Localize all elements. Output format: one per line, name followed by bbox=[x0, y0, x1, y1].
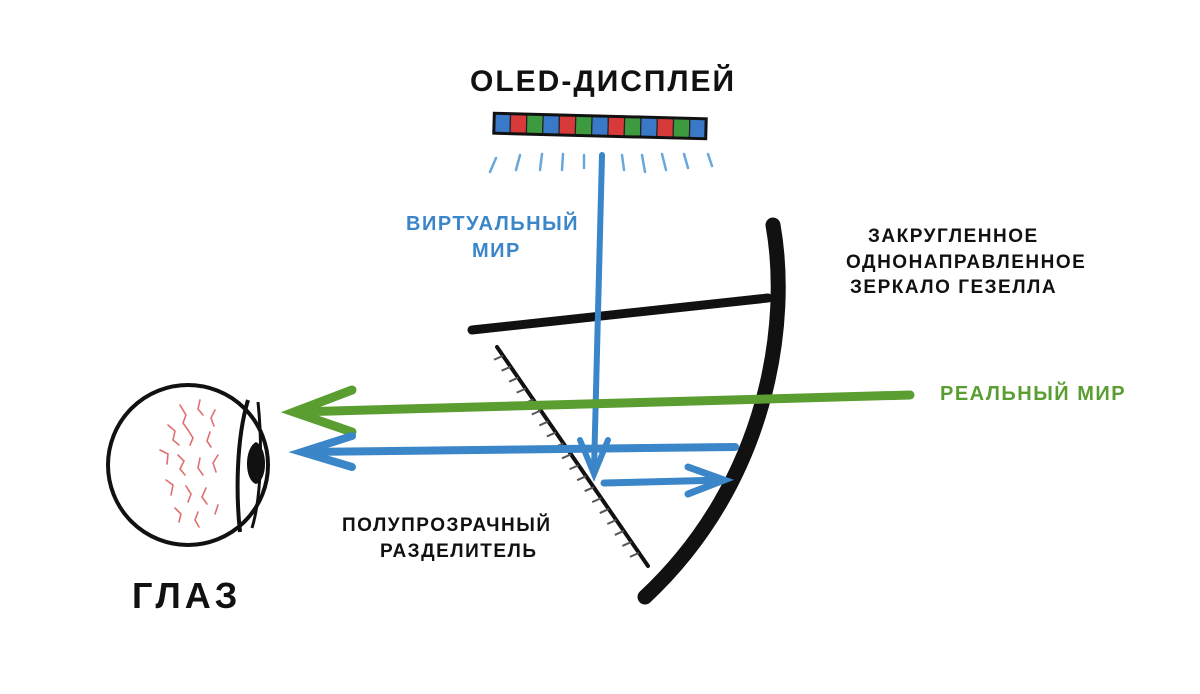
virtual-world-label-line2: МИР bbox=[472, 240, 521, 262]
eye-vein bbox=[197, 399, 204, 416]
light-ray-tick bbox=[514, 153, 522, 172]
virtual-beam-to-eye bbox=[288, 432, 739, 471]
splitter-hatch bbox=[508, 376, 519, 383]
mirror-label-line3: ЗЕРКАЛО ГЕЗЕЛЛА bbox=[850, 277, 1058, 299]
eye-vein bbox=[194, 511, 200, 528]
splitter-hatch bbox=[599, 508, 610, 514]
real-world-arrow bbox=[280, 385, 915, 437]
splitter-hatch bbox=[614, 530, 625, 536]
light-ray-tick bbox=[488, 156, 498, 174]
oled-display-label: OLED-ДИСПЛЕЙ bbox=[470, 65, 737, 98]
splitter-hatch bbox=[501, 365, 511, 372]
eye-vein bbox=[174, 507, 182, 523]
mirror-label: ЗАКРУГЛЕННОЕ ОДНОНАПРАВЛЕННОЕ ЗЕРКАЛО ГЕ… bbox=[846, 224, 1086, 301]
splitter-label-line2: РАЗДЕЛИТЕЛЬ bbox=[379, 540, 538, 562]
oled-pixel bbox=[672, 117, 691, 139]
virtual-world-label: ВИРТУАЛЬНЫЙ МИР bbox=[406, 211, 579, 265]
eye-vein bbox=[206, 431, 212, 448]
oled-display-icon bbox=[492, 111, 708, 141]
oled-pixel bbox=[509, 113, 528, 135]
oled-pixel bbox=[493, 112, 512, 135]
eye-vein bbox=[165, 479, 174, 496]
splitter-hatch bbox=[546, 431, 557, 438]
display-light-rays bbox=[488, 152, 714, 174]
light-ray-tick bbox=[560, 152, 565, 172]
splitter-label: ПОЛУПРОЗРАЧНЫЙ РАЗДЕЛИТЕЛЬ bbox=[342, 513, 551, 564]
splitter-hatch bbox=[561, 453, 572, 460]
light-ray-tick bbox=[660, 152, 668, 172]
oled-pixel bbox=[574, 114, 593, 137]
oled-pixel bbox=[525, 113, 544, 136]
oled-pixel bbox=[558, 114, 577, 136]
oled-pixel bbox=[688, 117, 707, 140]
eye-vein bbox=[187, 429, 194, 446]
eye-vein bbox=[201, 487, 208, 505]
splitter-hatch bbox=[531, 409, 542, 416]
curved-mirror bbox=[637, 217, 786, 605]
virtual-world-label-line1: ВИРТУАЛЬНЫЙ bbox=[406, 213, 580, 235]
light-ray-tick bbox=[682, 152, 690, 170]
light-ray-tick bbox=[538, 152, 544, 172]
eye-vein bbox=[159, 449, 169, 465]
oled-pixel bbox=[623, 116, 642, 138]
oled-pixel bbox=[639, 116, 658, 139]
eye-label: ГЛАЗ bbox=[132, 575, 242, 616]
oled-pixel bbox=[590, 115, 610, 137]
splitter-hatch bbox=[576, 475, 587, 482]
splitter-hatch bbox=[629, 551, 640, 558]
virtual-beam-to-mirror bbox=[600, 463, 734, 498]
eye-vein bbox=[185, 485, 192, 503]
beam-splitter bbox=[493, 345, 650, 568]
splitter-hatch bbox=[569, 464, 579, 471]
light-ray-tick bbox=[706, 152, 714, 168]
eye-vein bbox=[197, 457, 204, 476]
splitter-hatch bbox=[621, 540, 632, 547]
mirror-label-line1: ЗАКРУГЛЕННОЕ bbox=[868, 226, 1039, 247]
eye-vein bbox=[167, 424, 180, 446]
oled-pixel bbox=[607, 115, 626, 138]
splitter-hatch bbox=[538, 420, 549, 427]
light-ray-tick bbox=[620, 153, 626, 172]
splitter-hatch bbox=[584, 486, 595, 493]
splitter-hatch bbox=[591, 497, 602, 504]
light-ray-tick bbox=[640, 153, 647, 174]
splitter-label-line1: ПОЛУПРОЗРАЧНЫЙ bbox=[342, 515, 552, 536]
oled-pixel bbox=[656, 116, 675, 139]
eye-vein bbox=[179, 404, 189, 431]
oled-pixel bbox=[542, 113, 561, 136]
eyeball-icon bbox=[106, 383, 270, 547]
splitter-hatch bbox=[606, 519, 617, 525]
eye-vein bbox=[210, 409, 216, 427]
eye-vein bbox=[177, 454, 186, 476]
housing-top-bar bbox=[467, 293, 773, 335]
real-world-label: РЕАЛЬНЫЙ МИР bbox=[940, 383, 1127, 405]
splitter-hatch bbox=[493, 354, 504, 361]
eye-vein bbox=[214, 504, 219, 515]
eye-vein bbox=[212, 454, 219, 473]
splitter-hatch bbox=[516, 387, 527, 394]
mirror-label-line2: ОДНОНАПРАВЛЕННОЕ bbox=[846, 251, 1087, 273]
